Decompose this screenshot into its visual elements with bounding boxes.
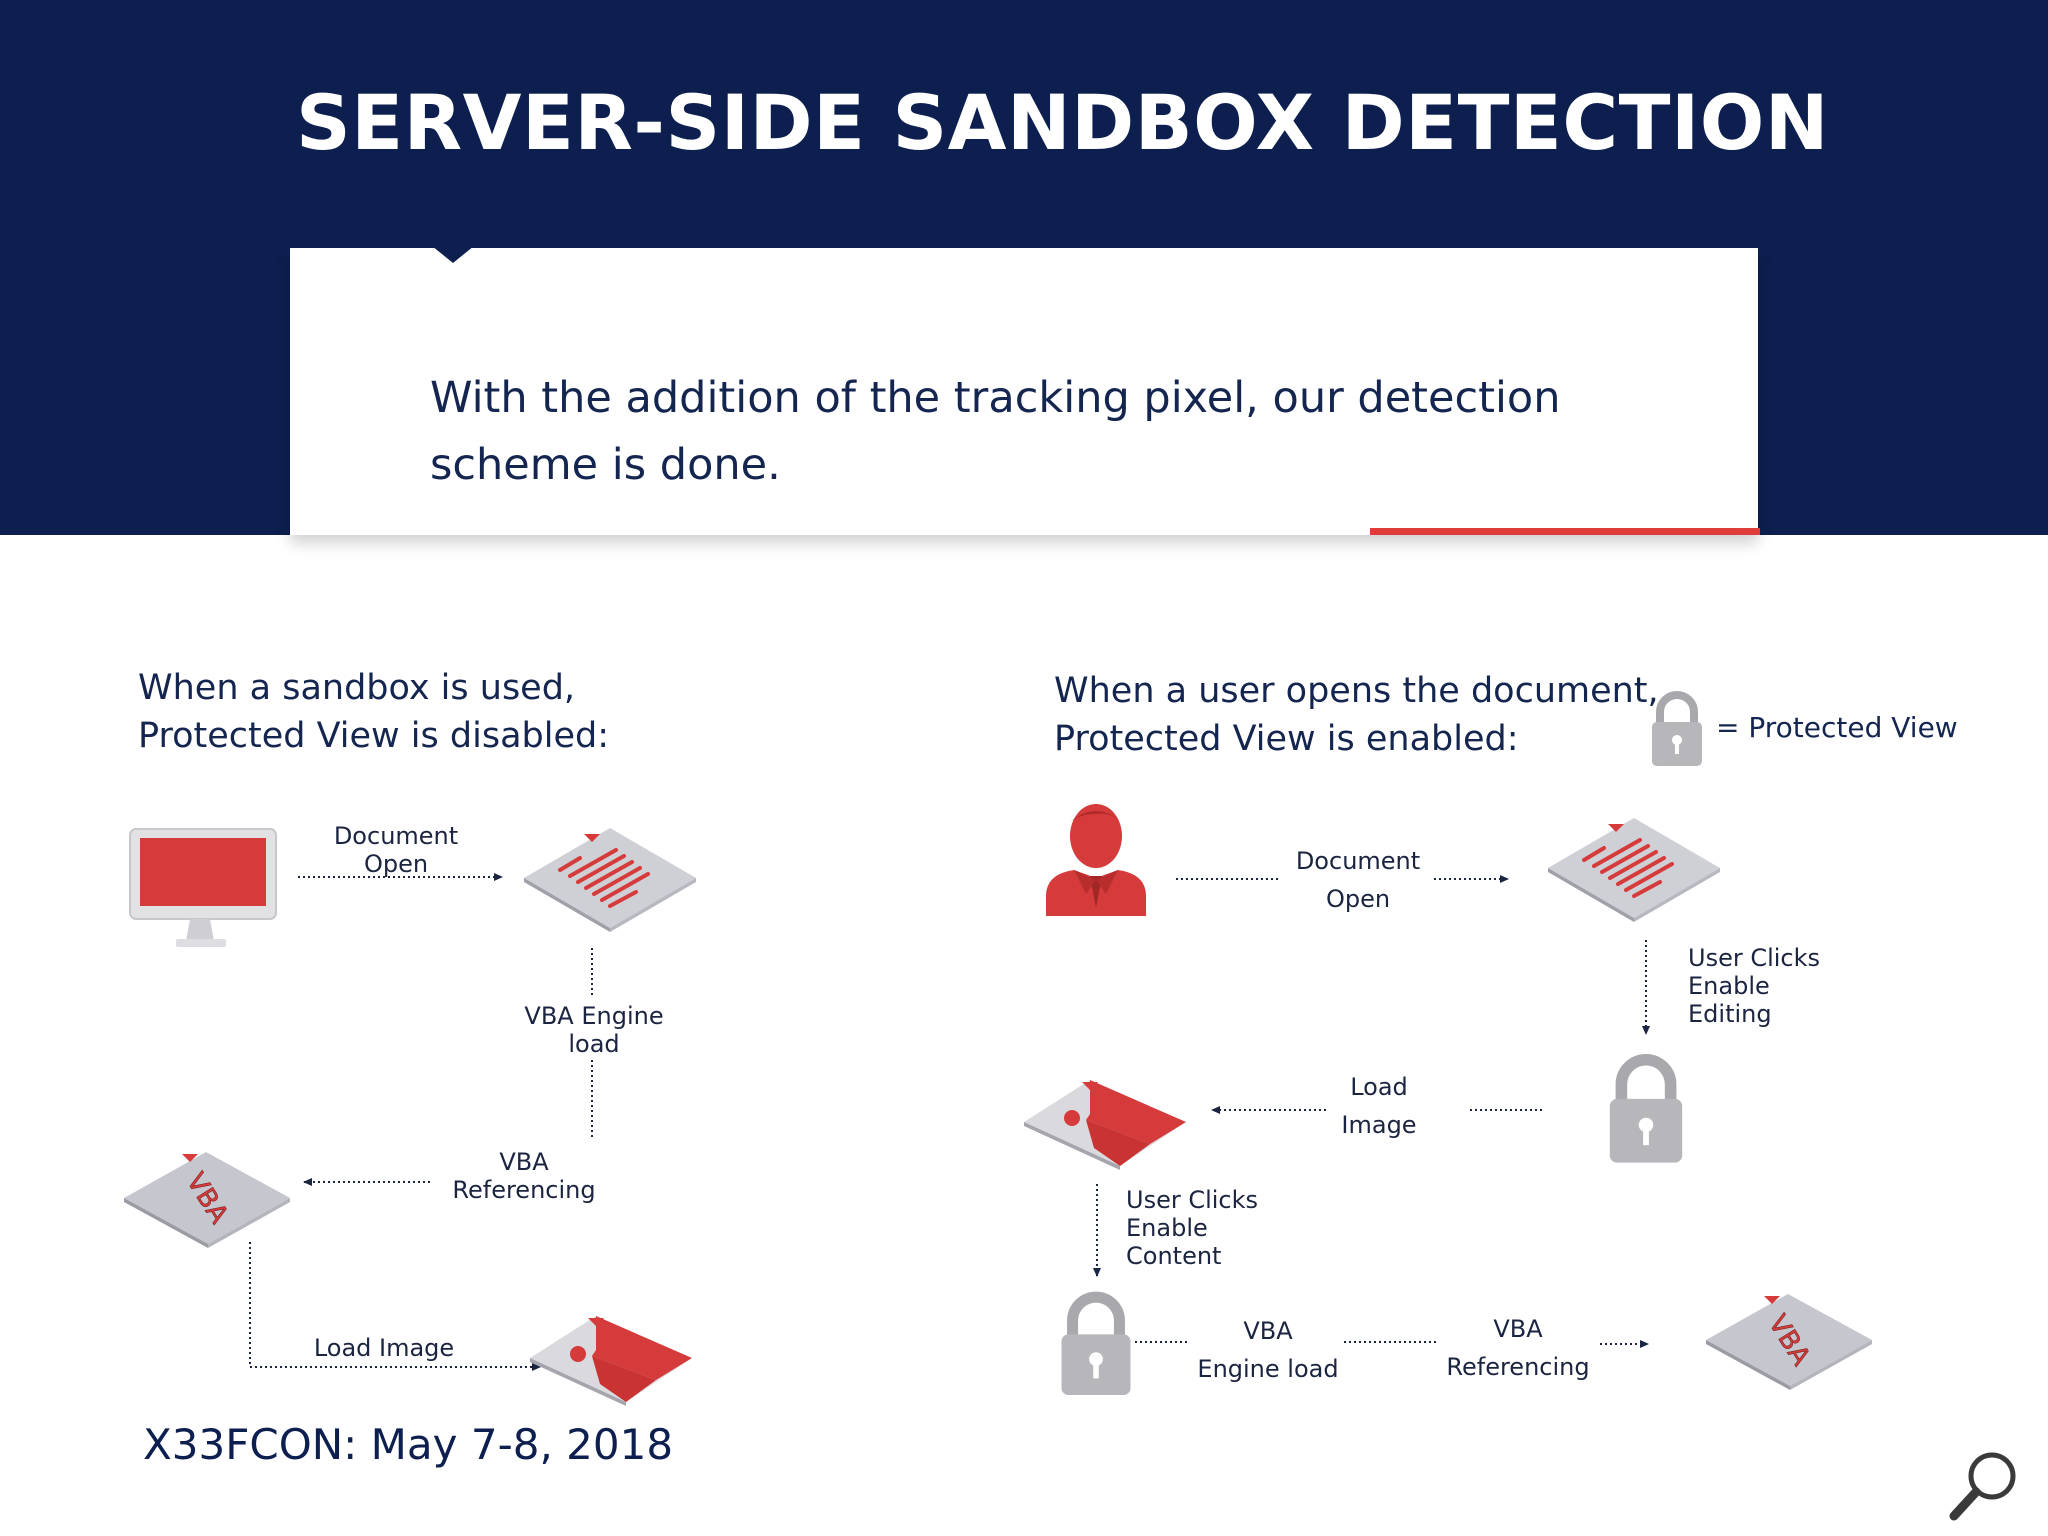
- right-label-doc-open-2: Open: [1325, 885, 1391, 913]
- right-label-enable-editing-1: User Clicks: [1688, 944, 1821, 972]
- left-label-vba-ref-1: VBA: [499, 1148, 549, 1176]
- lock-icon: [1648, 690, 1706, 768]
- right-label-vba-ref-1: VBA: [1493, 1315, 1543, 1343]
- monitor-icon: [120, 825, 280, 955]
- footer-event: X33FCON: May 7-8, 2018: [143, 1420, 674, 1469]
- right-label-vba-engine-2: Engine load: [1197, 1355, 1339, 1383]
- right-label-enable-editing-2: Enable: [1688, 972, 1770, 1000]
- left-label-doc-open-1: Document: [333, 822, 459, 850]
- right-label-doc-open-1: Document: [1295, 847, 1421, 875]
- right-label-enable-content-2: Enable: [1126, 1214, 1208, 1242]
- lock-icon: [1056, 1290, 1136, 1398]
- legend-protected-view: = Protected View: [1716, 711, 1958, 744]
- right-label-enable-content: User Clicks Enable Content: [1126, 1186, 1258, 1270]
- right-label-enable-editing-3: Editing: [1688, 1000, 1772, 1028]
- callout-line-2: scheme is done.: [430, 440, 781, 490]
- left-label-doc-open: Document Open: [330, 822, 462, 878]
- document-icon: [520, 822, 700, 934]
- left-label-load-image: Load Image: [313, 1334, 455, 1362]
- right-label-vba-engine-1: VBA: [1243, 1317, 1293, 1345]
- left-heading-line-2: Protected View is disabled:: [138, 716, 609, 756]
- document-icon: [1544, 812, 1724, 924]
- right-label-vba-ref-2: Referencing: [1446, 1353, 1590, 1381]
- right-label-doc-open: Document Open: [1282, 842, 1434, 918]
- image-envelope-icon: [1020, 1070, 1190, 1174]
- right-heading-line-2: Protected View is enabled:: [1054, 719, 1519, 759]
- right-heading: When a user opens the document, Protecte…: [1054, 667, 1659, 763]
- magnifier-icon[interactable]: [1946, 1446, 2026, 1526]
- left-label-vba-engine-1: VBA Engine: [524, 1002, 664, 1030]
- callout-text: With the addition of the tracking pixel,…: [430, 365, 1630, 499]
- left-label-vba-ref: VBA Referencing: [446, 1148, 602, 1204]
- arrow-left-load-image: [249, 1242, 541, 1371]
- slide-title: SERVER-SIDE SANDBOX DETECTION: [296, 78, 1829, 167]
- right-label-enable-content-3: Content: [1126, 1242, 1222, 1270]
- left-heading-line-1: When a sandbox is used,: [138, 668, 576, 708]
- right-label-vba-engine: VBA Engine load: [1192, 1312, 1344, 1388]
- callout-accent-bar: [1370, 528, 1760, 535]
- left-label-vba-engine: VBA Engine load: [516, 1002, 672, 1058]
- image-envelope-icon: [526, 1306, 696, 1410]
- left-label-vba-ref-2: Referencing: [452, 1176, 596, 1204]
- user-icon: [1040, 800, 1150, 920]
- right-label-enable-content-1: User Clicks: [1126, 1186, 1259, 1214]
- right-label-load-image: Load Image: [1326, 1068, 1432, 1144]
- left-label-doc-open-2: Open: [363, 850, 429, 878]
- vba-document-icon: VBA: [1702, 1290, 1882, 1390]
- right-label-enable-editing: User Clicks Enable Editing: [1688, 944, 1820, 1028]
- right-heading-line-1: When a user opens the document,: [1054, 671, 1659, 711]
- right-label-vba-ref: VBA Referencing: [1440, 1310, 1596, 1386]
- right-label-load-image-2: Image: [1341, 1111, 1417, 1139]
- lock-icon: [1604, 1052, 1688, 1166]
- right-label-load-image-1: Load: [1350, 1073, 1408, 1101]
- left-label-vba-engine-2: load: [568, 1030, 620, 1058]
- callout-box: [290, 248, 1758, 535]
- callout-line-1: With the addition of the tracking pixel,…: [430, 373, 1561, 423]
- left-heading: When a sandbox is used, Protected View i…: [138, 664, 609, 760]
- callout-notch: [432, 246, 474, 263]
- vba-document-icon: VBA: [120, 1148, 300, 1248]
